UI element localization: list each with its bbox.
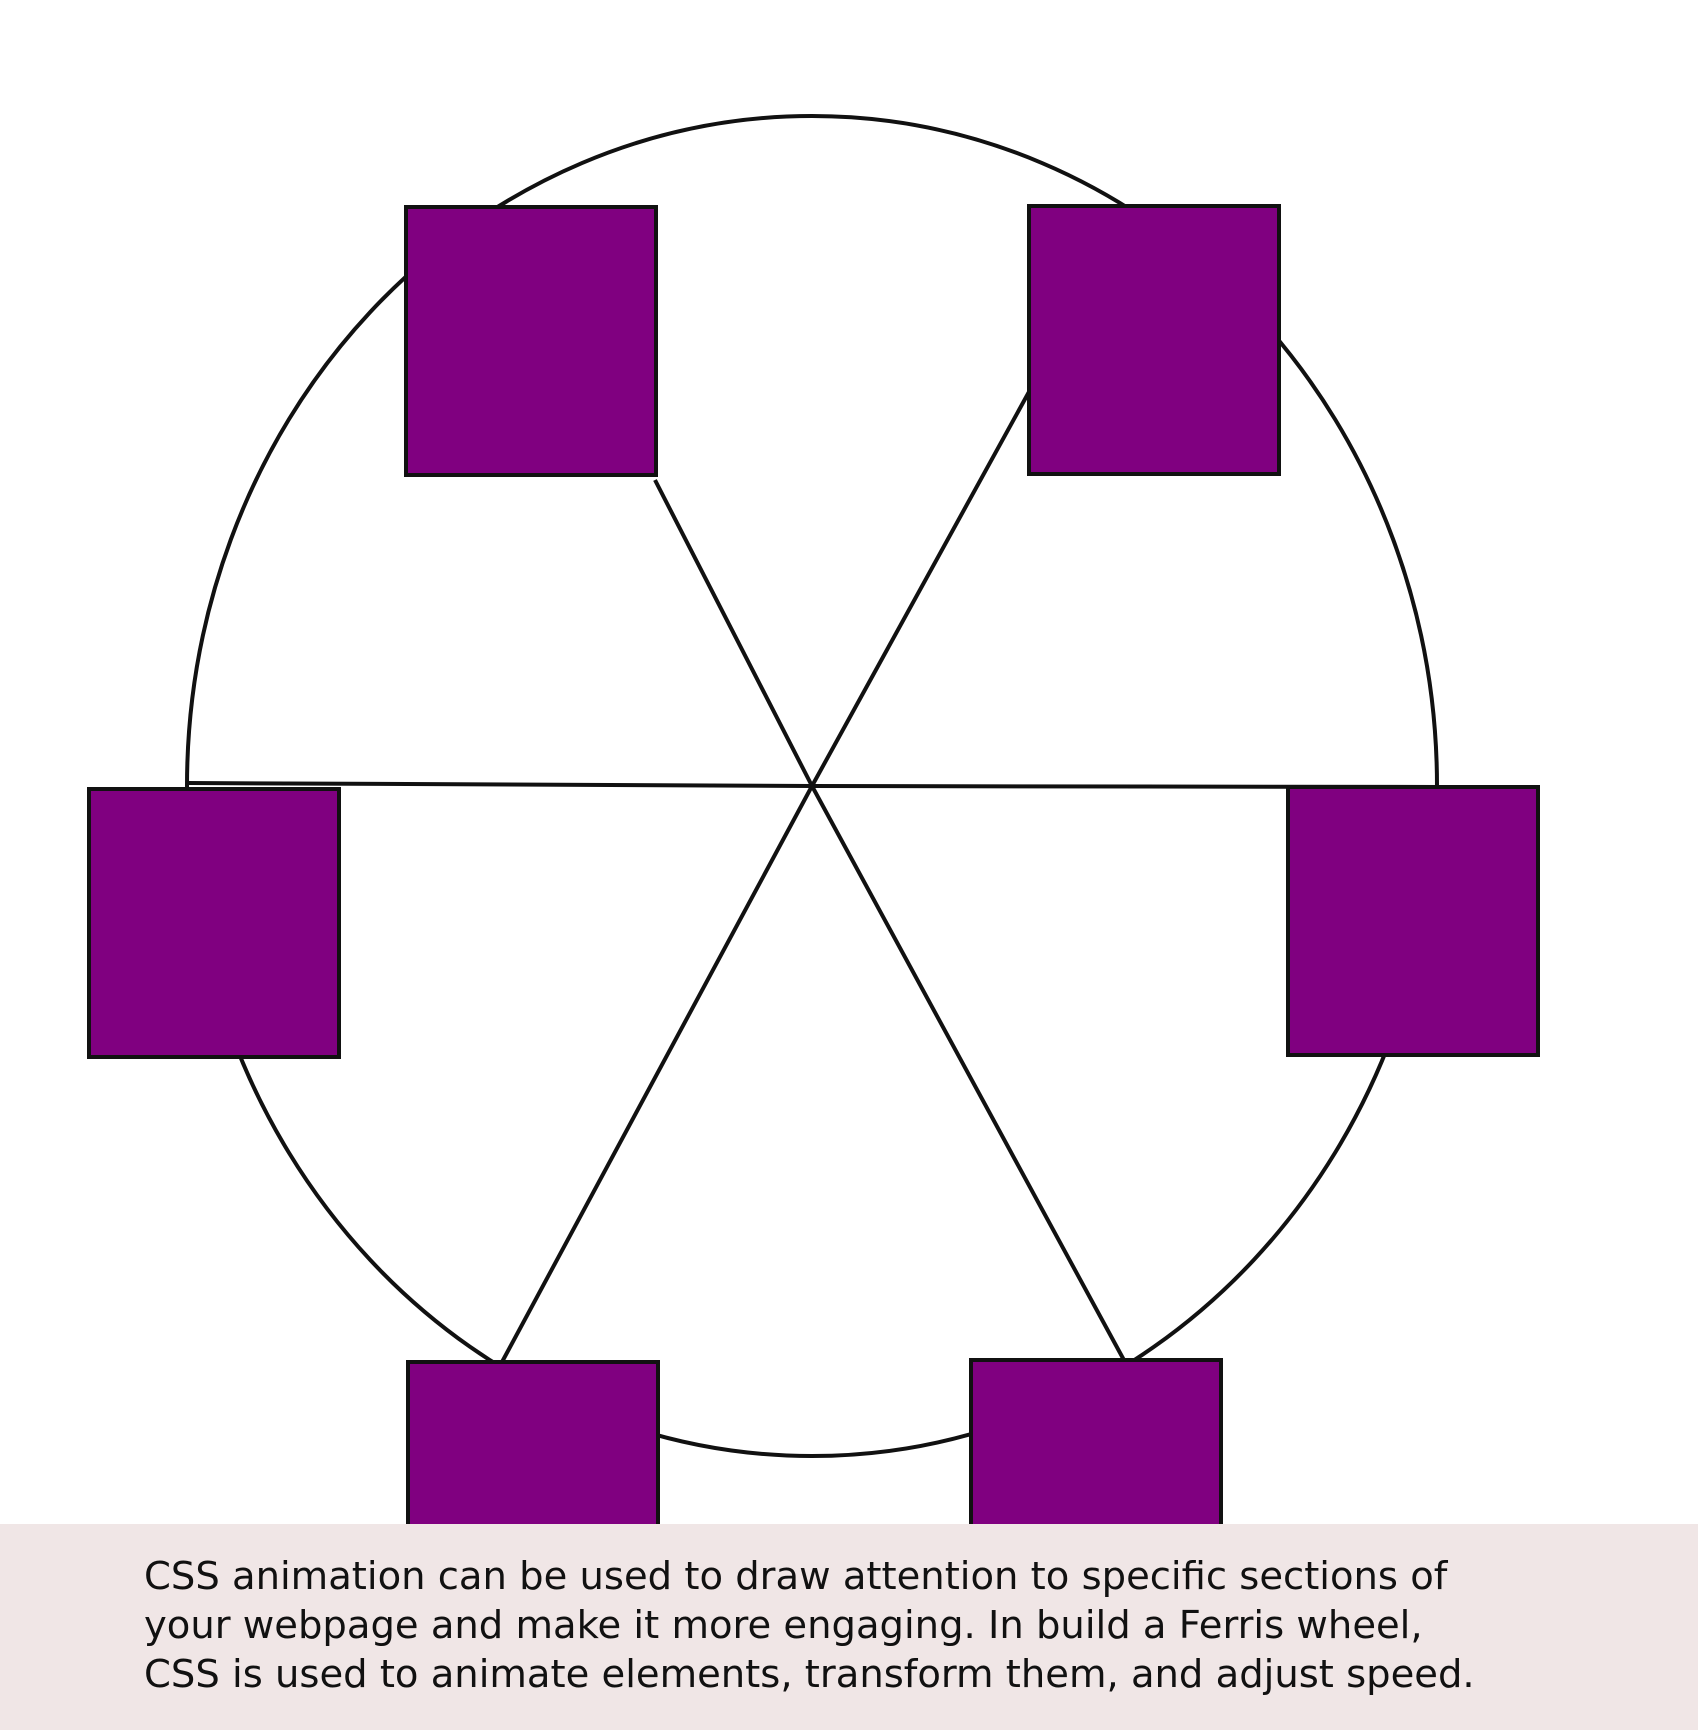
cabin <box>87 787 341 1059</box>
ferris-wheel-stage <box>87 114 1540 1524</box>
cabin <box>969 1358 1223 1524</box>
cabin <box>406 1360 660 1524</box>
spoke <box>187 781 813 788</box>
cabin <box>1027 204 1281 476</box>
spoke <box>500 785 814 1363</box>
ferris-wheel <box>185 114 1442 1458</box>
spoke <box>810 785 1127 1363</box>
cabin <box>1286 785 1540 1057</box>
cabin <box>404 205 658 477</box>
caption-bar: CSS animation can be used to draw attent… <box>0 1524 1698 1730</box>
caption-text: CSS animation can be used to draw attent… <box>144 1554 1475 1697</box>
spoke <box>810 389 1032 787</box>
spoke <box>653 479 814 787</box>
